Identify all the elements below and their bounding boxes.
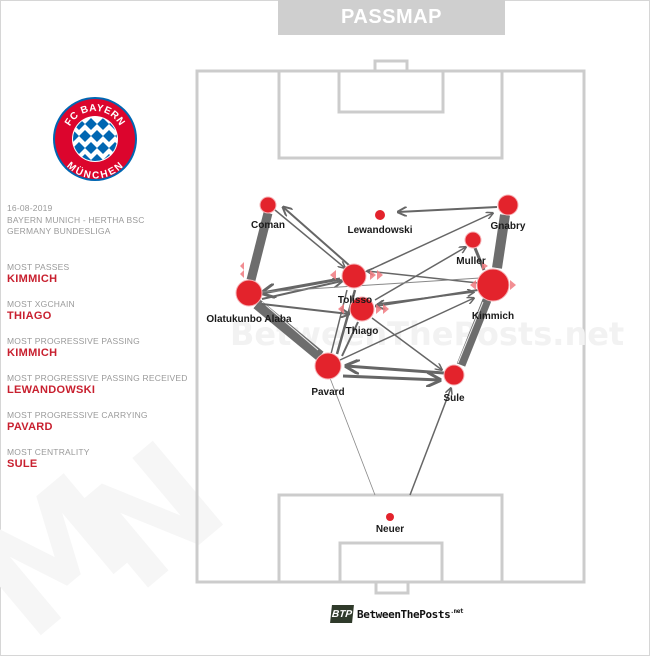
svg-text:Tolisso: Tolisso bbox=[338, 295, 372, 306]
player-node-lewandowski: Lewandowski bbox=[347, 210, 413, 236]
svg-text:Gnabry: Gnabry bbox=[490, 221, 525, 232]
stat-label: MOST CENTRALITY bbox=[7, 447, 90, 457]
match-fixture: BAYERN MUNICH - HERTHA BSC bbox=[7, 214, 145, 225]
player-node-pavard: Pavard bbox=[311, 352, 345, 398]
player-node-tolisso bbox=[341, 263, 367, 289]
svg-text:Kimmich: Kimmich bbox=[472, 311, 514, 322]
svg-text:Pavard: Pavard bbox=[311, 387, 344, 398]
player-node-coman: Coman bbox=[251, 196, 285, 231]
stat-label: MOST PROGRESSIVE CARRYING bbox=[7, 410, 148, 420]
stat-most-progressive-carrying: MOST PROGRESSIVE CARRYING PAVARD bbox=[7, 410, 188, 447]
stat-value: KIMMICH bbox=[7, 347, 58, 359]
player-node-muller: Muller bbox=[456, 231, 486, 267]
player-node-neuer: Neuer bbox=[376, 513, 404, 535]
pass-arrowheads bbox=[240, 262, 516, 314]
player-node-gnabry: Gnabry bbox=[490, 194, 526, 232]
stat-label: MOST XGCHAIN bbox=[7, 299, 75, 309]
stat-most-progressive-passing: MOST PROGRESSIVE PASSING KIMMICH bbox=[7, 336, 188, 373]
match-date: 16-08-2019 bbox=[7, 203, 53, 213]
stat-most-centrality: MOST CENTRALITY SULE bbox=[7, 447, 188, 484]
stat-value: PAVARD bbox=[7, 421, 53, 433]
brand-logo: BTP BetweenThePosts.net bbox=[330, 605, 464, 623]
btp-badge-icon: BTP bbox=[330, 605, 354, 623]
player-node-sule: Sule bbox=[443, 364, 465, 404]
stat-most-xgchain: MOST XGCHAIN THIAGO bbox=[7, 299, 188, 336]
player-label-tolisso: Tolisso bbox=[338, 295, 372, 306]
pitch-markings bbox=[195, 59, 586, 595]
pass-map-pitch: BetweenThePosts.net bbox=[195, 59, 624, 595]
stat-most-passes: MOST PASSES KIMMICH bbox=[7, 262, 188, 299]
stats-list: MOST PASSES KIMMICH MOST XGCHAIN THIAGO … bbox=[7, 262, 188, 484]
club-crest-logo: FC BAYERN MÜNCHEN bbox=[51, 95, 139, 183]
stat-value: LEWANDOWSKI bbox=[7, 384, 96, 396]
match-info: 16-08-2019 BAYERN MUNICH - HERTHA BSC GE… bbox=[7, 203, 145, 238]
svg-text:Lewandowski: Lewandowski bbox=[347, 225, 412, 236]
player-node-alaba: Olatukunbo Alaba bbox=[206, 279, 292, 325]
svg-text:Coman: Coman bbox=[251, 220, 285, 231]
page-title: PASSMAP bbox=[278, 0, 505, 35]
pass-edges bbox=[246, 207, 510, 496]
stat-label: MOST PROGRESSIVE PASSING bbox=[7, 336, 140, 346]
svg-text:Olatukunbo Alaba: Olatukunbo Alaba bbox=[206, 314, 292, 325]
stat-most-progressive-passing-received: MOST PROGRESSIVE PASSING RECEIVED LEWAND… bbox=[7, 373, 188, 410]
stat-value: THIAGO bbox=[7, 310, 52, 322]
svg-text:Thiago: Thiago bbox=[346, 326, 379, 337]
player-node-thiago: Thiago bbox=[346, 296, 379, 337]
brand-name: BetweenThePosts.net bbox=[357, 607, 464, 621]
match-competition: GERMANY BUNDESLIGA bbox=[7, 226, 111, 236]
svg-text:Muller: Muller bbox=[456, 256, 486, 267]
stat-label: MOST PASSES bbox=[7, 262, 70, 272]
stat-value: SULE bbox=[7, 458, 38, 470]
svg-text:Neuer: Neuer bbox=[376, 524, 404, 535]
player-nodes: Coman Lewandowski Gnabry Muller Olatukun… bbox=[206, 194, 526, 535]
stat-value: KIMMICH bbox=[7, 273, 58, 285]
svg-text:Sule: Sule bbox=[443, 393, 465, 404]
stat-label: MOST PROGRESSIVE PASSING RECEIVED bbox=[7, 373, 188, 383]
player-node-kimmich: Kimmich bbox=[472, 268, 514, 322]
